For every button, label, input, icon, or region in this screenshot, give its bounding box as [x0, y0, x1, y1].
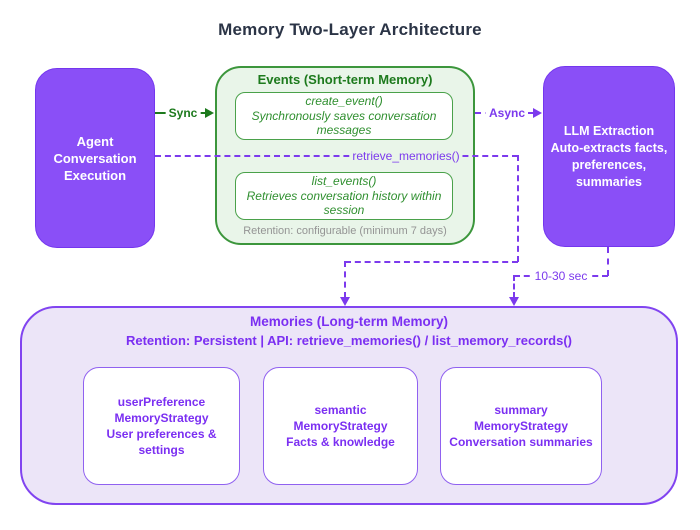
llm-label-line: preferences, — [571, 157, 647, 172]
strategy-name-line: summary — [494, 403, 548, 417]
retrieve-edge-label: retrieve_memories() — [349, 149, 463, 163]
agent-label-line: Execution — [63, 167, 127, 183]
strategy-name-line: MemoryStrategy — [293, 419, 388, 433]
retrieve-edge-vertical-1 — [517, 155, 519, 262]
node-agent-conversation-execution: Agent Conversation Execution — [35, 68, 155, 248]
node-semantic-strategy: semantic MemoryStrategy Facts & knowledg… — [263, 367, 418, 485]
async-edge-label: Async — [485, 106, 529, 120]
delay-edge-label: 10-30 sec — [531, 269, 591, 283]
llm-label-line: Auto-extracts facts, — [550, 140, 668, 155]
sync-edge-label: Sync — [165, 106, 201, 120]
diagram-title: Memory Two-Layer Architecture — [218, 20, 482, 39]
async-arrowhead-icon — [533, 108, 542, 118]
retrieve-edge-horizontal-2 — [345, 261, 518, 263]
events-retention-note: Retention: configurable (minimum 7 days) — [243, 225, 447, 237]
memories-title: Memories (Long-term Memory) — [249, 314, 449, 329]
node-summary-strategy: summary MemoryStrategy Conversation summ… — [440, 367, 602, 485]
node-create-event: create_event() Synchronously saves conve… — [235, 92, 453, 140]
create-event-name: create_event() — [305, 94, 383, 109]
agent-label-line: Agent — [76, 133, 114, 149]
node-llm-extraction: LLM Extraction Auto-extracts facts, pref… — [543, 66, 675, 247]
strategy-name-line: MemoryStrategy — [473, 419, 569, 433]
memories-subtitle: Retention: Persistent | API: retrieve_me… — [125, 333, 573, 348]
strategy-name-line: semantic — [314, 403, 367, 417]
delay-arrowhead-icon — [509, 297, 519, 306]
events-title: Events (Short-term Memory) — [257, 72, 433, 87]
create-event-desc: Synchronously saves conversation message… — [251, 108, 437, 138]
strategy-name-line: MemoryStrategy — [114, 411, 209, 425]
node-list-events: list_events() Retrieves conversation his… — [235, 172, 453, 220]
strategy-name-line: userPreference — [117, 395, 206, 409]
strategy-desc: User preferences & settings — [106, 427, 217, 457]
delay-edge-vertical-2 — [513, 275, 515, 298]
strategy-desc: Facts & knowledge — [286, 435, 395, 449]
agent-label-line: Conversation — [53, 150, 137, 166]
retrieve-edge-horizontal-1 — [155, 155, 518, 157]
list-events-desc: Retrieves conversation history within se… — [246, 188, 442, 218]
retrieve-arrowhead-icon — [340, 297, 350, 306]
node-user-preference-strategy: userPreference MemoryStrategy User prefe… — [83, 367, 240, 485]
strategy-desc: Conversation summaries — [449, 435, 593, 449]
delay-edge-vertical-1 — [607, 247, 609, 276]
llm-label-line: LLM Extraction — [563, 123, 655, 138]
sync-arrowhead-icon — [205, 108, 214, 118]
llm-label-line: summaries — [575, 174, 642, 189]
retrieve-edge-vertical-2 — [344, 261, 346, 298]
list-events-name: list_events() — [311, 174, 377, 189]
